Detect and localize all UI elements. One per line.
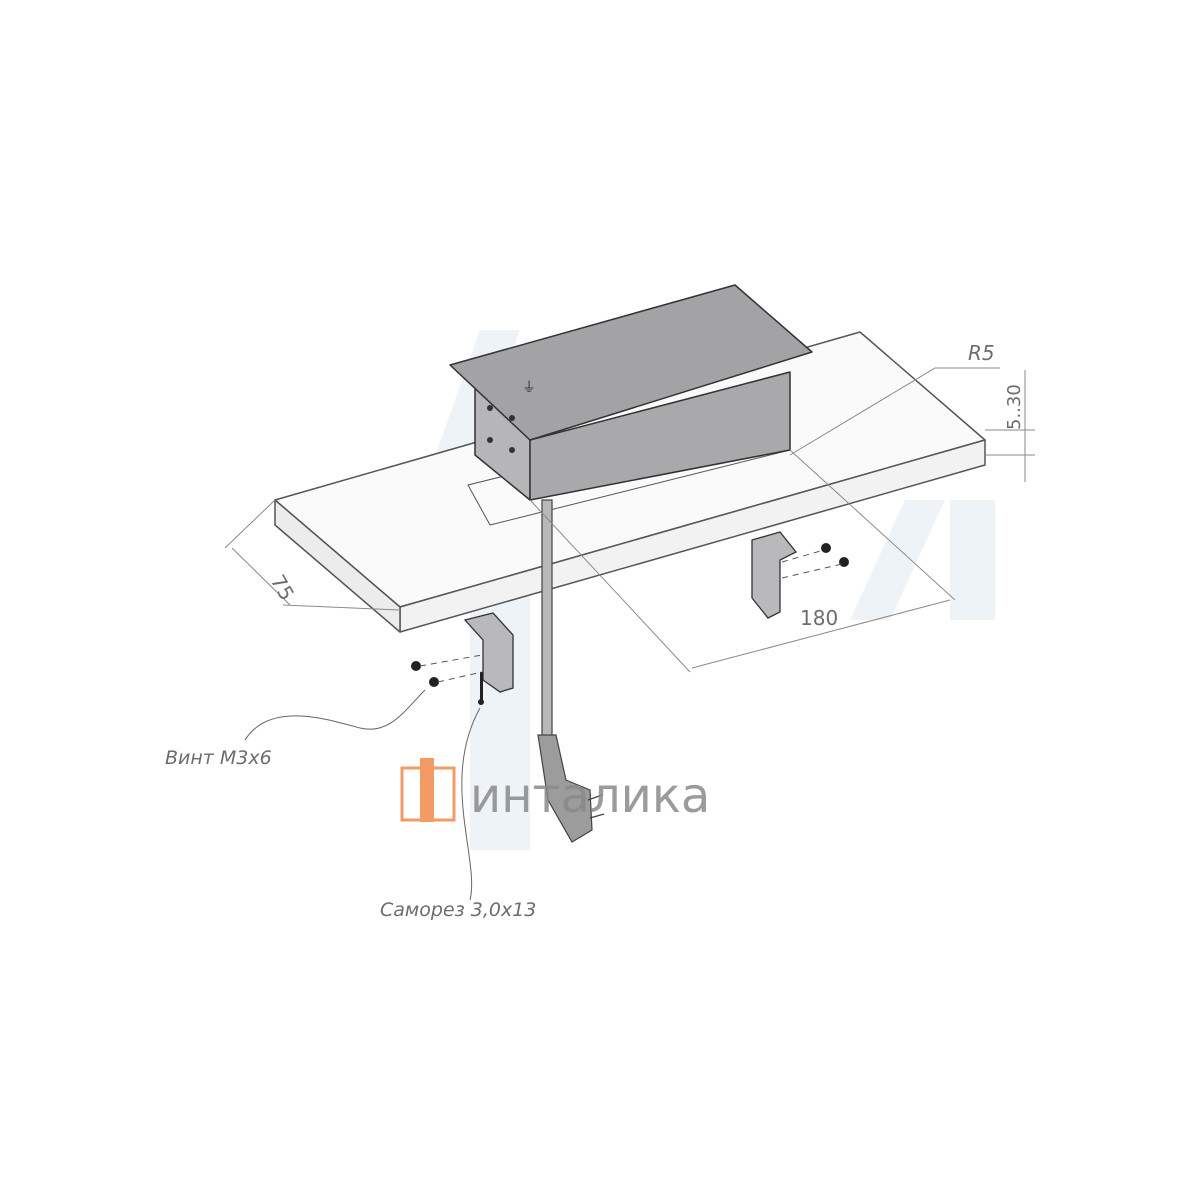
dimension-lines — [224, 367, 1035, 673]
bracket-right — [751, 531, 798, 619]
brand-logo — [400, 758, 456, 822]
ground-symbol-icon: ⏚ — [522, 380, 536, 396]
power-cable — [537, 499, 605, 843]
depth-dimension: 75 — [266, 571, 300, 605]
screw-callout: Винт М3х6 — [165, 747, 272, 769]
bracket-left — [463, 612, 514, 693]
radius-dimension: R5 — [968, 341, 995, 365]
screws — [411, 543, 849, 705]
brand-watermark: инталика — [470, 768, 710, 824]
self-tapping-screw-callout: Саморез 3,0х13 — [380, 899, 536, 921]
mounting-brackets — [463, 531, 798, 693]
plug-icon — [537, 734, 593, 843]
callout-leaders — [244, 689, 481, 901]
socket-box: ⏚ — [449, 284, 813, 501]
box-lid — [449, 284, 813, 441]
thickness-dimension: 5..30 — [1004, 384, 1025, 430]
width-dimension: 180 — [800, 606, 838, 630]
